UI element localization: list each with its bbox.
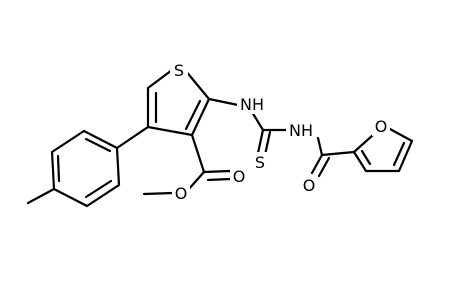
bond bbox=[142, 191, 175, 196]
bond bbox=[320, 150, 356, 157]
bond bbox=[190, 97, 211, 137]
tolyl-ring bbox=[26, 125, 150, 208]
atom-label-nh: NH bbox=[240, 95, 264, 114]
atom-label-s: S bbox=[255, 153, 265, 172]
atom-label-o: O bbox=[233, 167, 246, 186]
atom-label-nh: NH bbox=[289, 121, 313, 140]
bond bbox=[352, 150, 368, 173]
bond bbox=[388, 127, 414, 143]
bond bbox=[250, 110, 265, 132]
bond bbox=[115, 125, 150, 150]
bond bbox=[84, 137, 112, 153]
bond bbox=[310, 153, 324, 175]
atom-label-s: S bbox=[174, 61, 184, 80]
thiourea-group bbox=[250, 110, 288, 157]
bond bbox=[50, 150, 56, 191]
bond bbox=[397, 139, 414, 173]
bond bbox=[263, 130, 272, 157]
bond bbox=[26, 187, 56, 205]
bond bbox=[146, 125, 194, 137]
bond bbox=[183, 68, 211, 101]
bond bbox=[392, 141, 406, 167]
bond bbox=[190, 133, 206, 174]
bond bbox=[85, 183, 121, 208]
bond bbox=[317, 156, 331, 178]
bond bbox=[115, 146, 121, 187]
bond bbox=[352, 133, 375, 154]
bond bbox=[184, 99, 202, 131]
bond bbox=[206, 177, 232, 182]
atom-label-o: O bbox=[175, 184, 188, 203]
atom-label-o: O bbox=[303, 176, 316, 195]
bond bbox=[186, 170, 206, 192]
bond bbox=[316, 136, 324, 157]
bond bbox=[202, 169, 232, 174]
bond bbox=[52, 187, 89, 208]
ester-group bbox=[142, 133, 232, 196]
atom-labels: S NH NH S O O O O bbox=[170, 60, 390, 203]
bond bbox=[56, 154, 61, 183]
bond bbox=[84, 179, 113, 199]
furan-ring bbox=[352, 127, 414, 173]
amide-group bbox=[310, 136, 356, 178]
bond bbox=[146, 68, 174, 90]
bond bbox=[82, 129, 119, 150]
bond bbox=[50, 129, 86, 154]
bond bbox=[360, 149, 372, 166]
bond bbox=[207, 97, 240, 107]
bond bbox=[256, 128, 265, 155]
thiophene-ring bbox=[146, 68, 211, 137]
atom-label-o: O bbox=[375, 117, 388, 136]
